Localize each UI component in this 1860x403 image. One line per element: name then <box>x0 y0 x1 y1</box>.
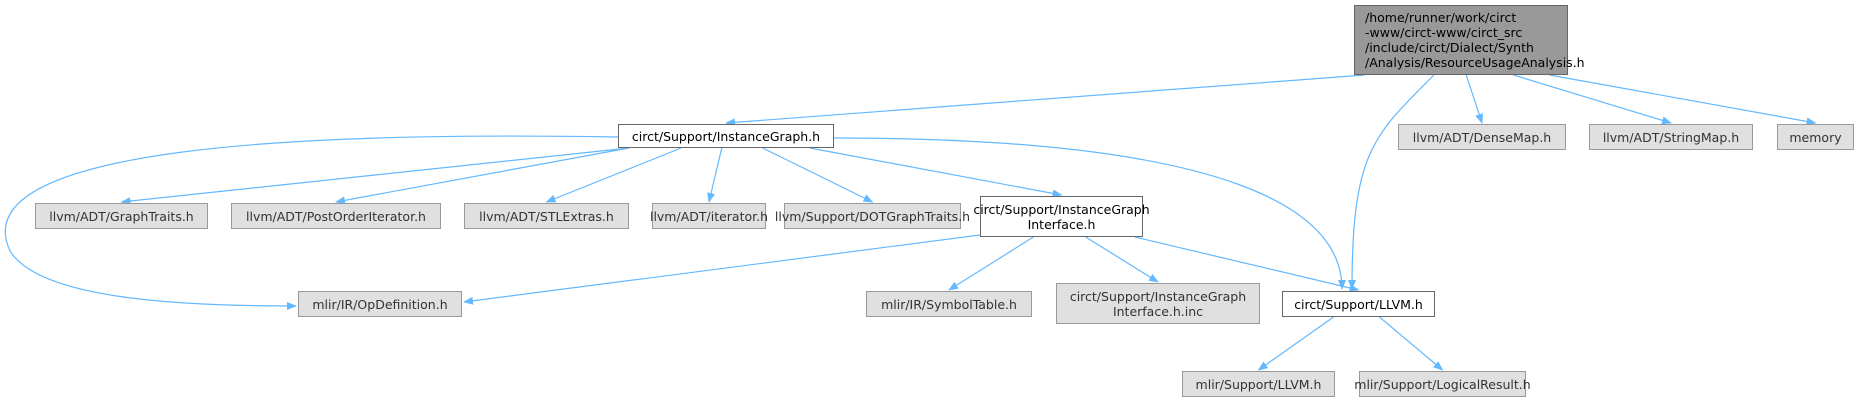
node-label: llvm/ADT/STLExtras.h <box>479 208 614 224</box>
node-symbol-table[interactable]: mlir/IR/SymbolTable.h <box>866 291 1032 317</box>
edge-instance-graph-to-instance-graph-interface <box>809 147 1063 198</box>
edge-root-to-instance-graph <box>725 74 1365 127</box>
node-label: mlir/Support/LogicalResult.h <box>1354 376 1531 392</box>
node-op-definition[interactable]: mlir/IR/OpDefinition.h <box>298 291 462 317</box>
edge-circt-llvm-to-logical-result <box>1379 316 1444 371</box>
node-instance-graph-interface[interactable]: circt/Support/InstanceGraph Interface.h <box>973 196 1150 237</box>
edge-root-to-memory <box>1549 74 1817 126</box>
node-dense-map[interactable]: llvm/ADT/DenseMap.h <box>1398 124 1566 150</box>
node-root[interactable]: /home/runner/work/circt -www/circt-www/c… <box>1354 5 1585 75</box>
node-mlir-llvm[interactable]: mlir/Support/LLVM.h <box>1182 371 1335 397</box>
edge-instance-graph-to-graph-traits <box>120 147 629 206</box>
edge-instance-graph-to-circt-llvm <box>833 137 1346 290</box>
node-iterator[interactable]: llvm/ADT/iterator.h <box>649 203 769 229</box>
node-label: llvm/ADT/GraphTraits.h <box>49 208 194 224</box>
node-dot-graph-traits[interactable]: llvm/Support/DOTGraphTraits.h <box>775 203 970 229</box>
node-label: llvm/ADT/iterator.h <box>649 208 769 224</box>
node-string-map[interactable]: llvm/ADT/StringMap.h <box>1589 124 1753 150</box>
node-circt-llvm[interactable]: circt/Support/LLVM.h <box>1282 291 1435 317</box>
node-stl-extras[interactable]: llvm/ADT/STLExtras.h <box>464 203 629 229</box>
node-label: mlir/Support/LLVM.h <box>1195 376 1322 392</box>
node-label: mlir/IR/SymbolTable.h <box>881 296 1017 312</box>
edge-root-to-string-map <box>1513 74 1672 125</box>
edge-instance-graph-interface-to-circt-llvm <box>1134 236 1360 292</box>
edge-instance-graph-interface-to-op-definition <box>463 234 981 305</box>
edge-instance-graph-interface-to-instance-graph-interface-inc <box>1085 236 1159 283</box>
node-instance-graph[interactable]: circt/Support/InstanceGraph.h <box>618 124 834 148</box>
edge-instance-graph-to-iterator <box>707 147 723 203</box>
node-graph-traits[interactable]: llvm/ADT/GraphTraits.h <box>35 203 208 229</box>
node-label: memory <box>1789 129 1842 145</box>
edge-root-to-circt-llvm <box>1348 74 1435 290</box>
edge-instance-graph-interface-to-symbol-table <box>948 236 1034 291</box>
node-memory[interactable]: memory <box>1777 124 1854 150</box>
node-label: llvm/ADT/PostOrderIterator.h <box>246 208 426 224</box>
node-label: circt/Support/InstanceGraph Interface.h <box>973 201 1150 232</box>
edge-instance-graph-to-dot-graph-traits <box>762 147 874 203</box>
node-label: llvm/Support/DOTGraphTraits.h <box>774 208 971 224</box>
edge-root-to-dense-map <box>1465 74 1483 124</box>
edge-instance-graph-to-post-order-iterator <box>335 147 629 205</box>
edge-instance-graph-to-op-definition <box>4 135 619 310</box>
node-instance-graph-interface-inc[interactable]: circt/Support/InstanceGraph Interface.h.… <box>1056 283 1260 324</box>
edge-circt-llvm-to-mlir-llvm <box>1257 316 1334 371</box>
node-label: mlir/IR/OpDefinition.h <box>312 296 448 312</box>
node-label: llvm/ADT/StringMap.h <box>1602 129 1740 145</box>
node-label: circt/Support/LLVM.h <box>1294 296 1423 312</box>
node-post-order-iterator[interactable]: llvm/ADT/PostOrderIterator.h <box>231 203 441 229</box>
node-label: /home/runner/work/circt -www/circt-www/c… <box>1365 10 1585 70</box>
edge-instance-graph-to-stl-extras <box>545 147 682 203</box>
node-logical-result[interactable]: mlir/Support/LogicalResult.h <box>1354 371 1531 397</box>
node-label: llvm/ADT/DenseMap.h <box>1412 129 1552 145</box>
node-label: circt/Support/InstanceGraph Interface.h.… <box>1069 288 1247 319</box>
node-label: circt/Support/InstanceGraph.h <box>631 128 821 144</box>
